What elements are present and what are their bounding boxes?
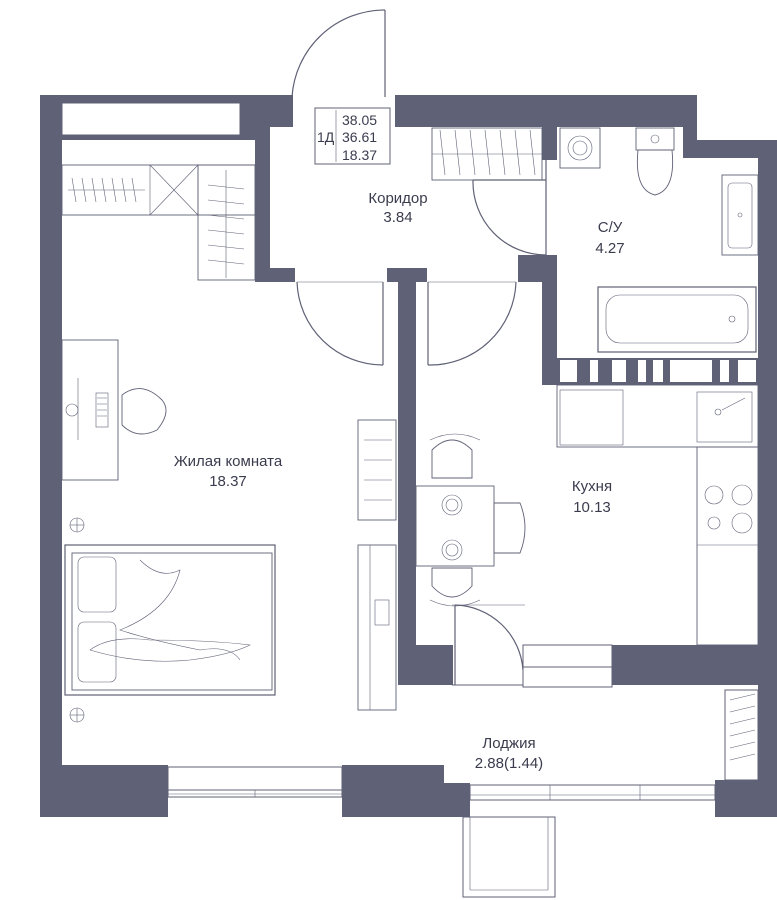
- room-name-kitchen: Кухня: [572, 478, 612, 495]
- room-name-loggia: Лоджия: [482, 735, 535, 752]
- apartment-badge: 1Д 38.05 36.61 18.37: [314, 107, 391, 165]
- room-labels: Коридор 3.84 С/У 4.27 Жилая комната 18.3…: [174, 190, 625, 772]
- room-area-living: 18.37: [209, 473, 247, 490]
- badge-type: 1Д: [317, 129, 335, 145]
- doors: [291, 9, 547, 686]
- room-area-bathroom: 4.27: [595, 240, 624, 257]
- room-area-kitchen: 10.13: [573, 499, 611, 516]
- badge-room-area: 18.37: [342, 147, 377, 163]
- room-area-corridor: 3.84: [383, 209, 412, 226]
- badge-living-area: 36.61: [342, 129, 377, 145]
- badge-total-area: 38.05: [342, 112, 377, 128]
- furniture: [61, 127, 759, 761]
- room-name-living: Жилая комната: [174, 453, 283, 470]
- room-area-loggia: 2.88(1.44): [475, 755, 543, 772]
- room-name-corridor: Коридор: [368, 190, 427, 207]
- walls: [40, 95, 777, 817]
- room-name-bathroom: С/У: [598, 219, 623, 236]
- windows: [167, 644, 759, 898]
